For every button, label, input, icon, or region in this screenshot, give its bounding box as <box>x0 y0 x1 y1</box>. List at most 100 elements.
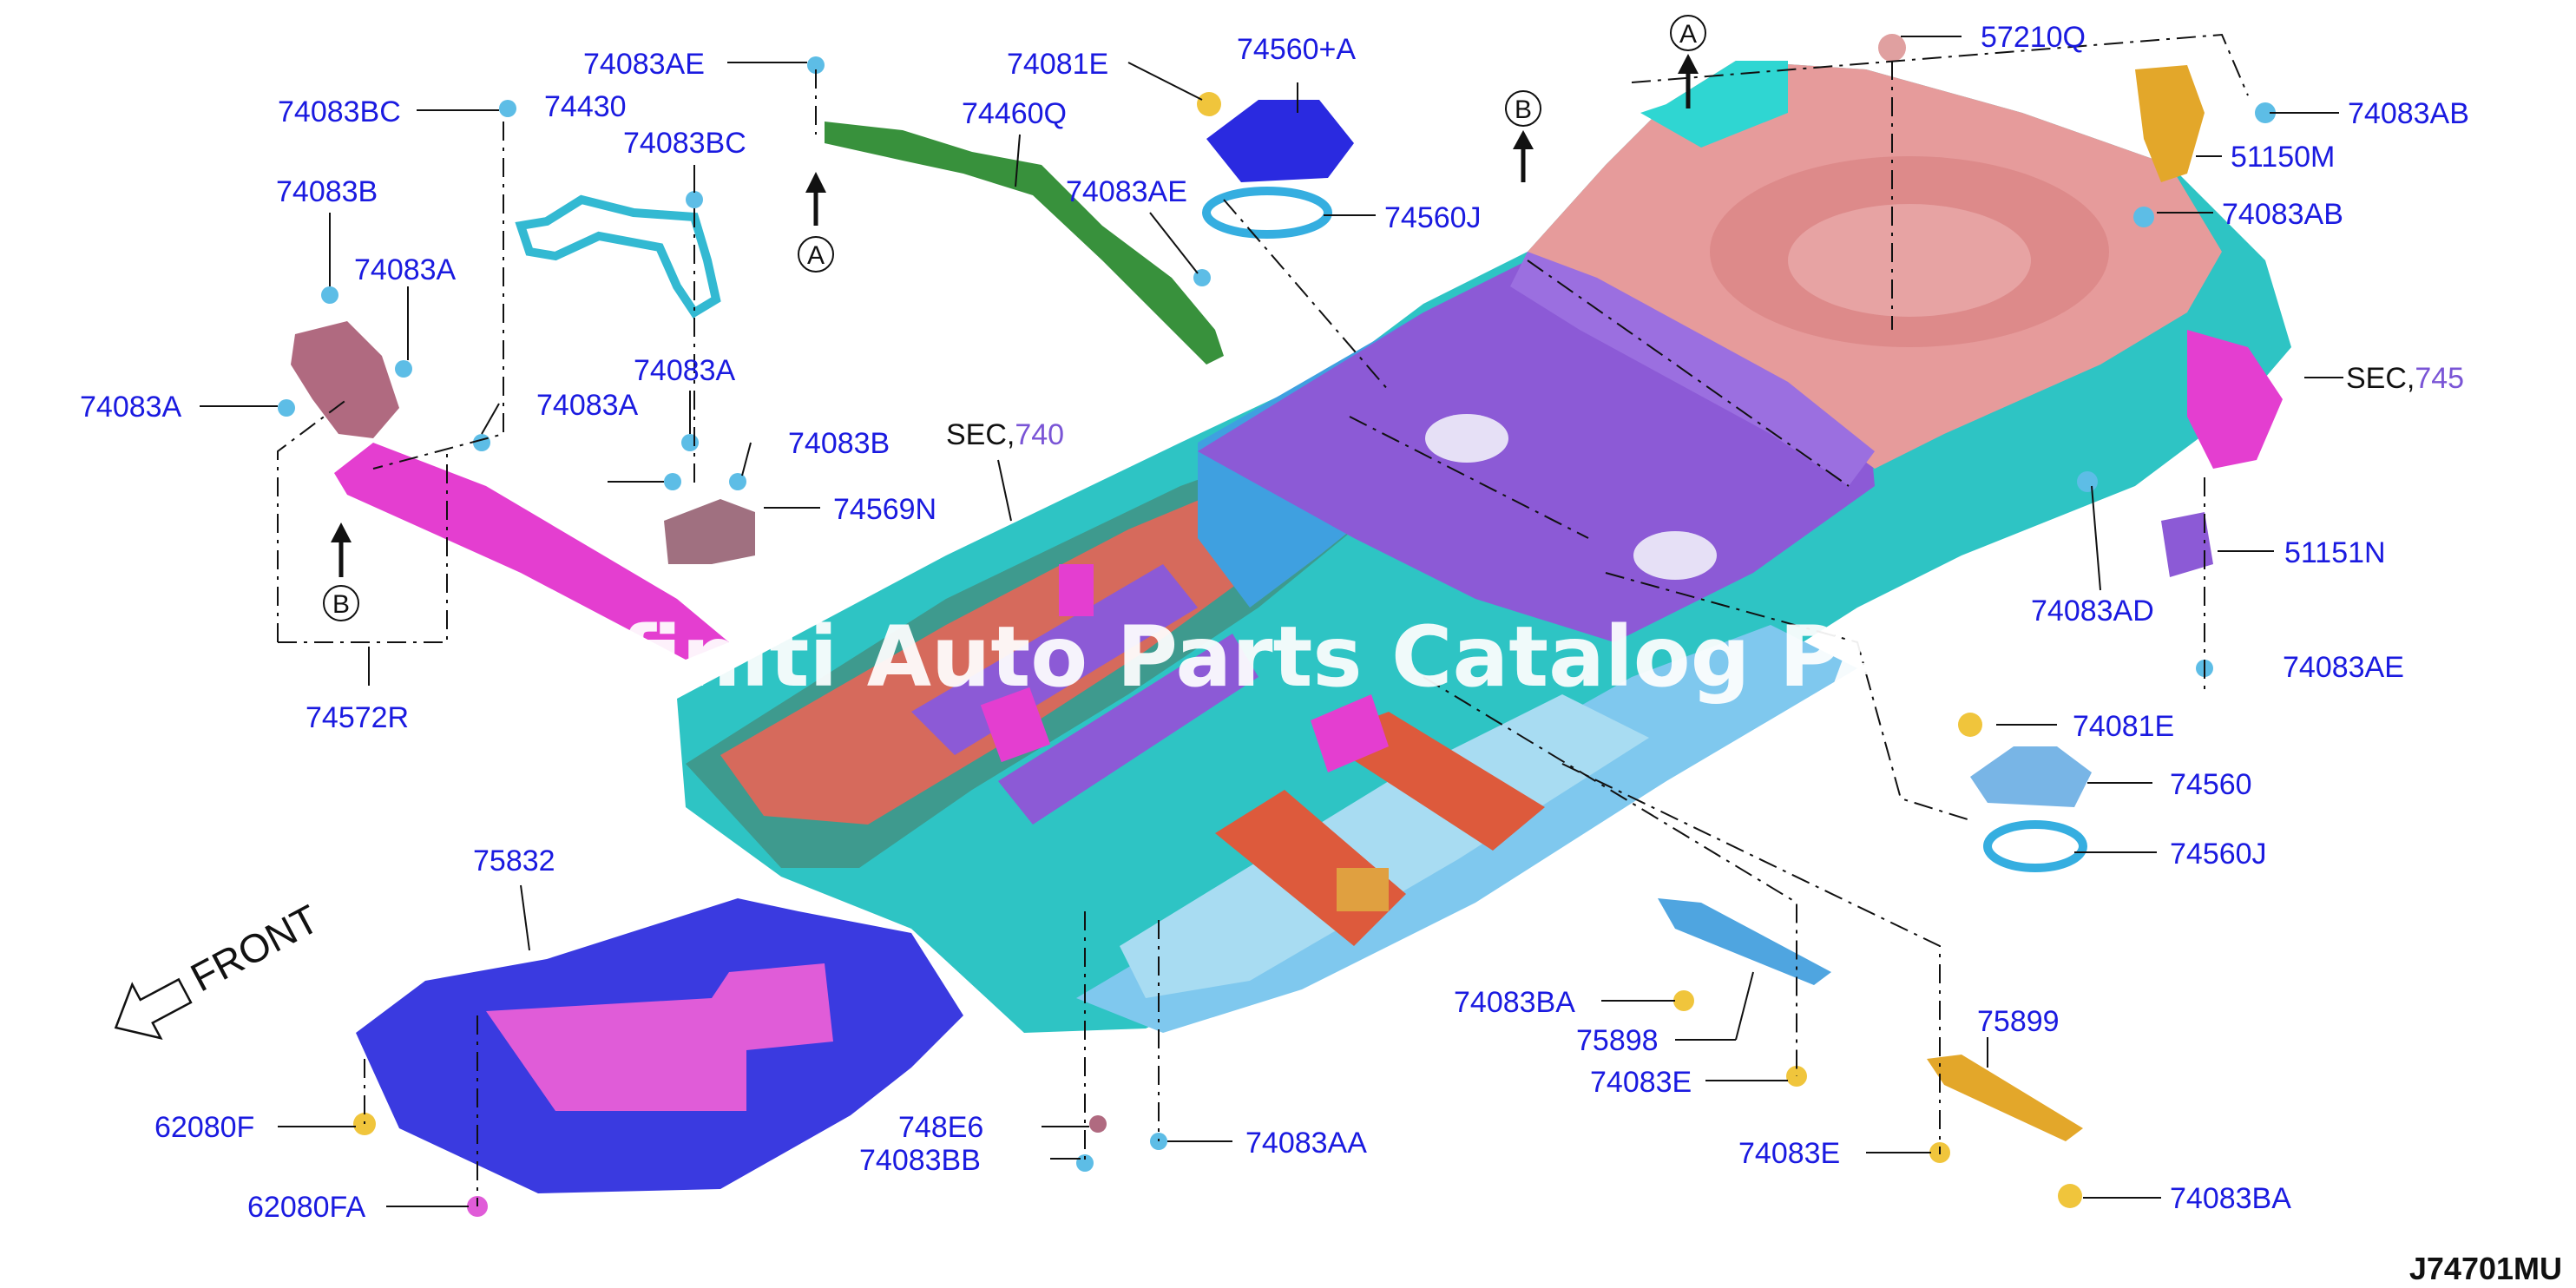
bar-74460Q[interactable] <box>825 122 1224 365</box>
label-74083E-mid[interactable]: 74083E <box>1590 1066 1692 1099</box>
fastener-74083A-2[interactable] <box>278 399 295 417</box>
marker-a-top: A <box>1670 15 1706 108</box>
fastener-74083BC[interactable] <box>499 100 516 117</box>
connector-magenta <box>1311 694 1389 772</box>
fastener-74083A-3[interactable] <box>473 434 490 451</box>
svg-text:A: A <box>1679 20 1697 49</box>
floor-hole-1 <box>1425 414 1508 463</box>
cap-74560A[interactable] <box>1206 100 1354 182</box>
svg-text:FRONT: FRONT <box>183 896 325 1000</box>
label-74560J-top[interactable]: 74560J <box>1384 201 1482 234</box>
fastener-74083AB[interactable] <box>2255 102 2276 123</box>
floor-hole-2 <box>1633 531 1717 580</box>
label-74083BB[interactable]: 74083BB <box>859 1144 981 1177</box>
fastener-57210Q[interactable] <box>1878 34 1906 62</box>
label-74083BC-mid[interactable]: 74083BC <box>623 127 746 160</box>
bracket-brown-left[interactable] <box>291 321 399 438</box>
fastener-74083B-2[interactable] <box>729 473 746 490</box>
label-74083B-left[interactable]: 74083B <box>276 175 378 208</box>
bracket-74569N[interactable] <box>664 499 755 564</box>
label-74083A-4[interactable]: 74083A <box>634 354 736 387</box>
label-74083BC-left[interactable]: 74083BC <box>278 95 401 128</box>
fastener-74083BC-2[interactable] <box>686 191 703 208</box>
bracket-75898[interactable] <box>1658 898 1831 985</box>
label-74083E-right[interactable]: 74083E <box>1738 1137 1840 1170</box>
label-62080FA[interactable]: 62080FA <box>247 1191 365 1224</box>
part-labels: 74083AE 74081E 74560+A 57210Q 74083AB 74… <box>80 21 2469 1224</box>
diagram-code: J74701MU <box>2409 1251 2562 1286</box>
spare-tire-well-inner <box>1788 204 2031 317</box>
label-74083AA[interactable]: 74083AA <box>1245 1127 1367 1160</box>
label-74560[interactable]: 74560 <box>2170 768 2252 801</box>
floor-assembly <box>677 61 2291 1033</box>
marker-b-left: B <box>323 522 359 621</box>
fastener-74083A-1[interactable] <box>395 360 412 378</box>
label-51150M[interactable]: 51150M <box>2231 141 2335 174</box>
svg-text:B: B <box>332 590 350 619</box>
front-floor-right-inner <box>1120 694 1649 998</box>
bracket-b <box>980 687 1051 763</box>
label-62080F[interactable]: 62080F <box>154 1111 254 1144</box>
fastener-74083A-4[interactable] <box>681 434 699 451</box>
ring-74560J-right[interactable] <box>1983 820 2087 872</box>
label-51151N[interactable]: 51151N <box>2284 536 2386 569</box>
label-74083AE-mid[interactable]: 74083AE <box>1066 175 1187 208</box>
label-74083AB-top[interactable]: 74083AB <box>2348 97 2469 130</box>
view-markers: A B A B <box>323 15 1706 621</box>
rear-corner-magenta <box>2187 330 2283 469</box>
label-74083AE-top[interactable]: 74083AE <box>583 48 705 81</box>
label-74460Q[interactable]: 74460Q <box>962 97 1067 130</box>
label-75899[interactable]: 75899 <box>1977 1005 2060 1038</box>
label-74083AD[interactable]: 74083AD <box>2031 595 2154 628</box>
label-74430[interactable]: 74430 <box>544 90 627 123</box>
fastener-748E6[interactable] <box>1089 1115 1107 1133</box>
sec-740-label[interactable]: SEC,740 <box>946 418 1064 451</box>
sec-745-label[interactable]: SEC,745 <box>2346 362 2464 395</box>
fastener-74081E-2[interactable] <box>1958 713 1982 737</box>
label-74083BA-left[interactable]: 74083BA <box>1454 986 1575 1019</box>
bracket-51150M[interactable] <box>2135 65 2205 182</box>
label-74569N[interactable]: 74569N <box>833 493 936 526</box>
marker-b-top: B <box>1505 90 1541 182</box>
label-75832[interactable]: 75832 <box>473 844 555 877</box>
pipe-74430[interactable] <box>515 194 721 319</box>
undercover-75832[interactable] <box>356 898 963 1193</box>
cap-74560[interactable] <box>1970 746 2092 807</box>
label-74083A-3[interactable]: 74083A <box>536 389 639 422</box>
label-57210Q[interactable]: 57210Q <box>1981 21 2086 54</box>
label-74081E-right[interactable]: 74081E <box>2073 710 2174 743</box>
crossmember-left-2 <box>998 634 1258 825</box>
label-74560A[interactable]: 74560+A <box>1237 33 1356 66</box>
svg-text:A: A <box>807 241 825 270</box>
fastener-74083BA[interactable] <box>1673 990 1694 1011</box>
label-74083BA-right[interactable]: 74083BA <box>2170 1182 2291 1215</box>
bracket-75899[interactable] <box>1927 1055 2083 1141</box>
label-748E6[interactable]: 748E6 <box>898 1111 983 1144</box>
label-74572R[interactable]: 74572R <box>306 701 409 734</box>
fastener-74083A-5[interactable] <box>664 473 681 490</box>
label-74081E-top[interactable]: 74081E <box>1007 48 1108 81</box>
front-arrow: FRONT <box>114 896 325 1040</box>
bracket-51151N[interactable] <box>2161 512 2213 577</box>
ring-74560J-top[interactable] <box>1202 187 1332 239</box>
fastener-74081E[interactable] <box>1197 92 1221 116</box>
bracket-orange <box>1337 868 1389 911</box>
fastener-74083B[interactable] <box>321 286 338 304</box>
label-74083AB-lower[interactable]: 74083AB <box>2222 198 2343 231</box>
front-floor-left-panel <box>720 486 1276 825</box>
rear-crossmember <box>1510 252 1875 486</box>
fastener-74083AB-2[interactable] <box>2133 207 2154 227</box>
label-74083AE-right[interactable]: 74083AE <box>2283 651 2404 684</box>
label-74083A-2[interactable]: 74083A <box>80 391 182 424</box>
fastener-74083AD[interactable] <box>2077 471 2098 492</box>
label-74560J-right[interactable]: 74560J <box>2170 838 2267 871</box>
member-74572R[interactable] <box>334 443 729 660</box>
label-74083B-mid[interactable]: 74083B <box>788 427 890 460</box>
label-75898[interactable]: 75898 <box>1576 1024 1659 1057</box>
fastener-74083BA-2[interactable] <box>2058 1184 2082 1208</box>
label-74083A-1[interactable]: 74083A <box>354 253 457 286</box>
fastener-74083AE[interactable] <box>807 56 825 74</box>
fasteners <box>278 34 2276 1217</box>
